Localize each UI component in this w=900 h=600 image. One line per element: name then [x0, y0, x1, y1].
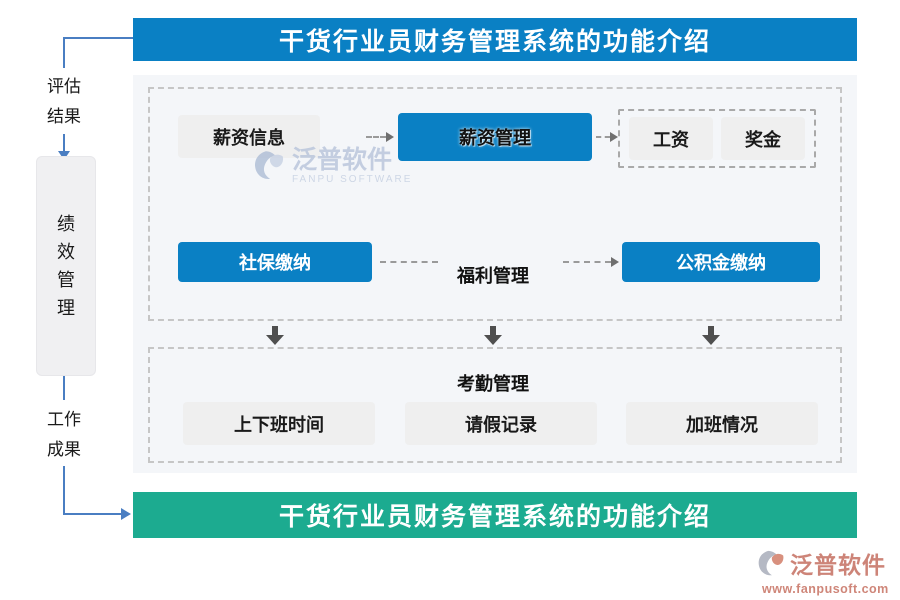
dashed-arrow-head-icon [610, 132, 618, 142]
connector-top-horizontal-line [64, 37, 133, 39]
footer-logo-name: 泛普软件 [790, 552, 886, 578]
connector-bottom-horizontal-line [63, 513, 122, 515]
bonus-label: 奖金 [745, 129, 781, 150]
dashed-arrow-head-icon [386, 132, 394, 142]
provident-fund-box: 公积金缴纳 [622, 242, 820, 282]
connector-middle-line [63, 376, 65, 400]
arrow-down-icon [58, 151, 70, 160]
wage-label: 工资 [653, 129, 689, 150]
dashed-arrow-line [366, 136, 386, 138]
footer-logo-url: www.fanpusoft.com [762, 582, 889, 596]
fanpu-logo-icon [758, 550, 784, 576]
salary-info-box: 薪资信息 [178, 115, 320, 158]
attendance-item-label: 加班情况 [686, 414, 758, 435]
dashed-arrow-line [596, 136, 610, 138]
bottom-title-text: 干货行业员财务管理系统的功能介绍 [278, 503, 711, 531]
connector-bottom-vertical-line [63, 466, 65, 515]
dashed-line [380, 261, 438, 263]
social-security-box: 社保缴纳 [178, 242, 372, 282]
arrow-down-stem [63, 134, 65, 152]
social-security-label: 社保缴纳 [239, 253, 311, 273]
footer-logo: 泛普软件 www.fanpusoft.com [756, 546, 889, 596]
attendance-item-label: 请假记录 [465, 414, 537, 435]
attendance-item-box: 上下班时间 [183, 402, 375, 445]
attendance-title: 考勤管理 [457, 374, 529, 394]
wage-box: 工资 [629, 117, 713, 160]
performance-management-box: 绩效管理 [36, 156, 96, 376]
attendance-container [148, 347, 842, 463]
performance-management-label: 绩效管理 [57, 214, 75, 318]
salary-management-box: 薪资管理 [398, 113, 592, 161]
dashed-arrow-line [563, 261, 611, 263]
provident-fund-label: 公积金缴纳 [676, 253, 766, 273]
attendance-item-box: 加班情况 [626, 402, 818, 445]
welfare-management-label: 福利管理 [457, 266, 529, 286]
attendance-item-label: 上下班时间 [234, 414, 324, 435]
bottom-title-banner: 干货行业员财务管理系统的功能介绍 [133, 492, 857, 538]
salary-outputs-group: 工资 奖金 [618, 109, 816, 168]
arrow-right-icon [121, 508, 131, 520]
dashed-arrow-head-icon [611, 257, 619, 267]
down-arrow-icon [702, 326, 720, 345]
work-output-label: 工作成果 [47, 410, 81, 459]
top-title-text: 干货行业员财务管理系统的功能介绍 [278, 27, 711, 56]
down-arrow-icon [266, 326, 284, 345]
attendance-item-box: 请假记录 [405, 402, 597, 445]
connector-top-vertical-line [63, 37, 65, 68]
evaluation-result-label: 评估结果 [47, 77, 81, 126]
salary-info-label: 薪资信息 [213, 127, 285, 148]
bonus-box: 奖金 [721, 117, 805, 160]
salary-management-label: 薪资管理 [459, 128, 531, 148]
top-title-banner: 干货行业员财务管理系统的功能介绍 [133, 18, 857, 61]
salary-welfare-container [148, 87, 842, 321]
down-arrow-icon [484, 326, 502, 345]
